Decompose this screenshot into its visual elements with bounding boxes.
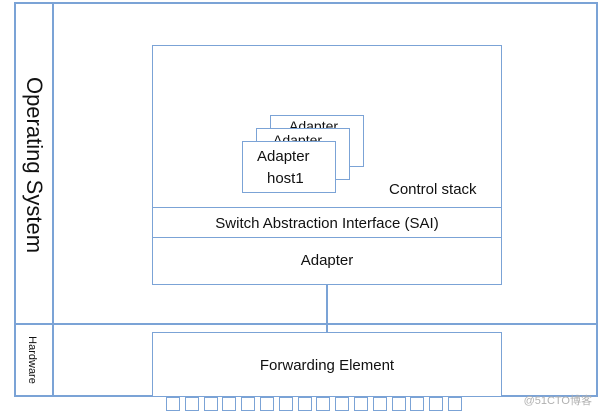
os-sidebar bbox=[14, 2, 54, 325]
sai-band: Switch Abstraction Interface (SAI) bbox=[152, 207, 502, 239]
adapter-host1-card: Adapter host1 bbox=[242, 141, 336, 193]
port-square bbox=[372, 397, 387, 411]
sai-label: Switch Abstraction Interface (SAI) bbox=[215, 215, 439, 232]
port-square bbox=[316, 397, 331, 411]
port-square bbox=[429, 397, 444, 411]
port-square bbox=[448, 397, 462, 411]
hardware-sidebar bbox=[14, 323, 54, 397]
port-square bbox=[335, 397, 350, 411]
port-square bbox=[260, 397, 274, 411]
port-square bbox=[297, 397, 312, 411]
forwarding-element-box: Forwarding Element bbox=[152, 332, 502, 397]
port-square bbox=[203, 397, 218, 411]
port-square bbox=[184, 397, 199, 411]
hardware-label: Hardware bbox=[26, 336, 38, 384]
watermark: @51CTO博客 bbox=[523, 395, 592, 407]
operating-system-label: Operating System bbox=[22, 76, 47, 254]
port-square bbox=[354, 397, 368, 411]
port-square bbox=[391, 397, 406, 411]
forwarding-element-label: Forwarding Element bbox=[259, 357, 395, 374]
control-stack-label: Control stack bbox=[389, 181, 477, 198]
adapter-label: Adapter bbox=[300, 252, 354, 269]
adapter-host1-line1: Adapter bbox=[257, 148, 310, 165]
port-square bbox=[166, 397, 180, 411]
connector-line bbox=[326, 284, 328, 334]
port-square bbox=[410, 397, 425, 411]
port-square bbox=[222, 397, 237, 411]
adapter-band: Adapter bbox=[152, 237, 502, 285]
port-square bbox=[241, 397, 256, 411]
adapter-host1-line2: host1 bbox=[267, 170, 304, 187]
port-square bbox=[278, 397, 293, 411]
